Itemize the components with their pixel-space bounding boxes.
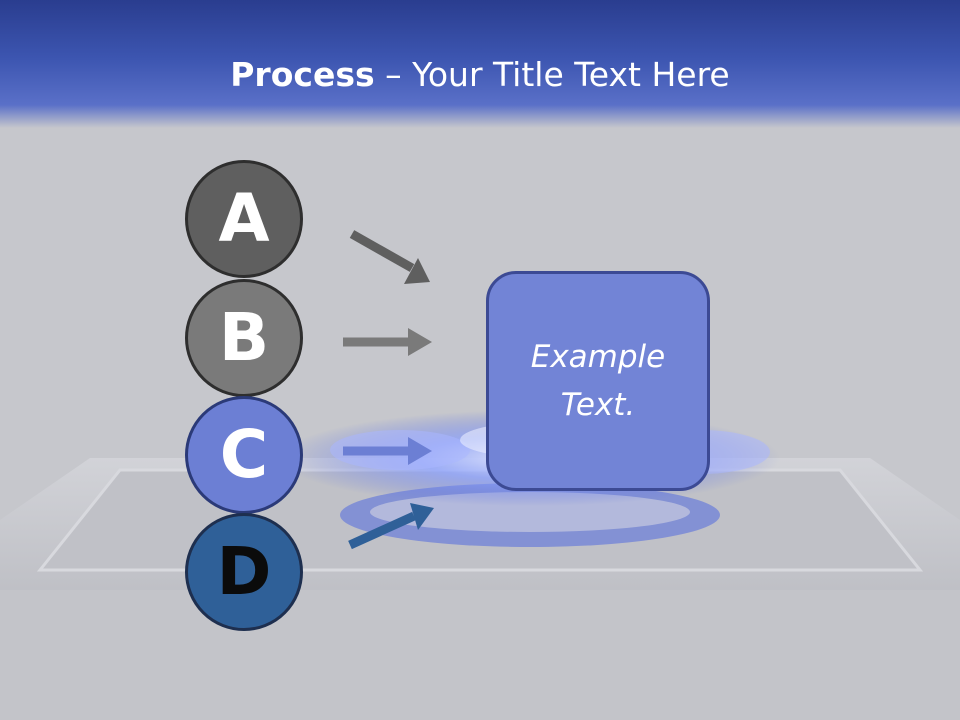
title-rest: – Your Title Text Here xyxy=(374,55,730,94)
result-box-text: Example Text. xyxy=(530,339,666,423)
title-bold: Process xyxy=(230,55,375,94)
step-a-circle: A xyxy=(185,160,303,278)
arrow-a xyxy=(349,230,430,284)
title-bar xyxy=(0,0,960,128)
result-box: Example Text. xyxy=(486,271,710,491)
step-c-circle: C xyxy=(185,396,303,514)
step-a-letter: A xyxy=(218,180,270,257)
arrow-c xyxy=(343,437,432,465)
step-d-circle: D xyxy=(185,513,303,631)
step-d-letter: D xyxy=(216,533,272,610)
step-b-letter: B xyxy=(218,299,270,376)
arrow-b xyxy=(343,328,432,356)
arrow-d xyxy=(348,503,434,550)
slide-title: Process – Your Title Text Here xyxy=(0,54,960,96)
step-c-letter: C xyxy=(219,416,269,493)
step-b-circle: B xyxy=(185,279,303,397)
